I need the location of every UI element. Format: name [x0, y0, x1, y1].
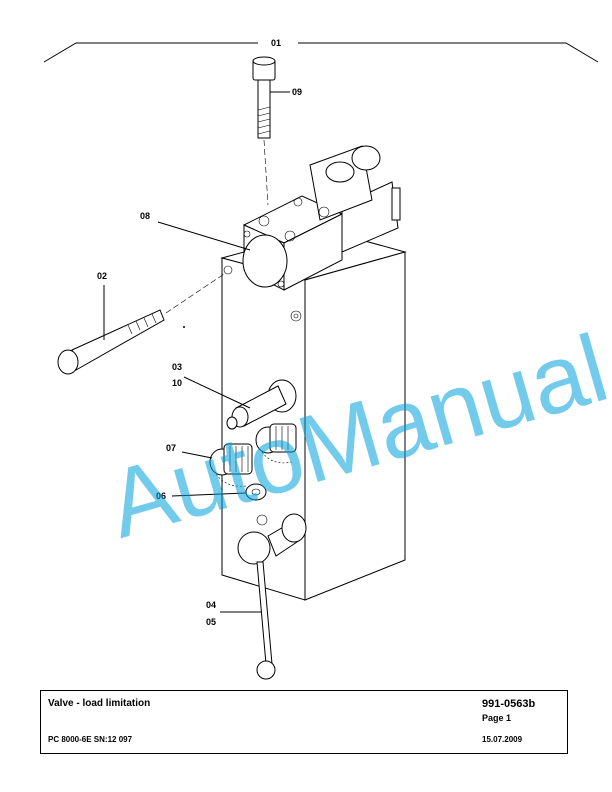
exploded-view-drawing: 01 09 08 [43, 38, 612, 680]
callout-07: 07 [166, 443, 176, 453]
callout-09: 09 [292, 87, 302, 97]
callout-08: 08 [140, 211, 150, 221]
test-coupling-07 [209, 423, 297, 487]
screw-02 [57, 273, 225, 375]
callout-10: 10 [172, 378, 182, 388]
page-number: Page 1 [482, 713, 512, 723]
callout-06: 06 [156, 491, 166, 501]
document-date: 15.07.2009 [482, 735, 523, 744]
screw-09 [252, 56, 276, 206]
fitting-03 [226, 379, 297, 430]
machine-model: PC 8000-6E SN:12 097 [48, 735, 133, 744]
drawing-dot [183, 326, 185, 328]
lever-04 [237, 513, 307, 680]
document-number: 991-0563b [482, 698, 536, 710]
callout-04: 04 [206, 600, 216, 610]
callout-05: 05 [206, 617, 216, 627]
solenoid-valve-08 [242, 145, 401, 291]
drawing-title: Valve - load limitation [48, 698, 151, 709]
callout-02: 02 [97, 271, 107, 281]
washer-06 [245, 483, 267, 501]
callout-01: 01 [271, 38, 281, 48]
assembly-bracket [43, 42, 599, 63]
title-block: Valve - load limitation PC 8000-6E SN:12… [40, 690, 568, 754]
callout-03: 03 [172, 362, 182, 372]
